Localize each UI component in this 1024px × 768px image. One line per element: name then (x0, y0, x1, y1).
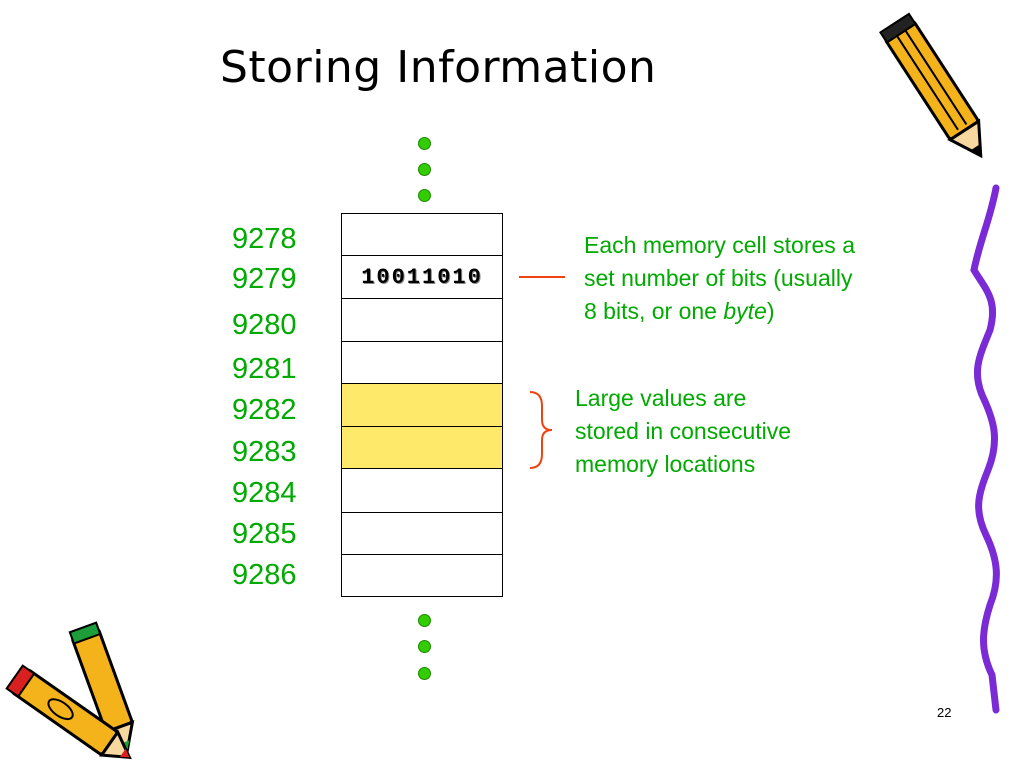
note-line: memory locations (575, 451, 756, 477)
ellipsis-dot (418, 640, 431, 653)
memory-cell (341, 512, 503, 555)
note-line: stored in consecutive (575, 418, 792, 444)
slide-title: Storing Information (220, 42, 657, 93)
page-number: 22 (937, 705, 952, 720)
curly-brace-icon (529, 391, 553, 469)
squiggle-border-decoration (970, 184, 1000, 714)
memory-address-label: 9283 (232, 436, 297, 468)
memory-address-label: 9284 (232, 477, 297, 509)
memory-cell (341, 298, 503, 342)
memory-cell (341, 554, 503, 597)
ellipsis-dot (418, 614, 431, 627)
memory-cell-highlighted (341, 383, 503, 427)
memory-cell: 10011010 (341, 255, 503, 299)
memory-cell (341, 468, 503, 513)
note-emphasis: byte (723, 298, 767, 324)
memory-address-label: 9286 (232, 559, 297, 591)
ellipsis-dot (418, 137, 431, 150)
consecutive-locations-note: Large values are stored in consecutive m… (575, 382, 791, 481)
memory-address-label: 9285 (232, 518, 297, 550)
memory-address-label: 9279 (232, 263, 297, 295)
note-line: 8 bits, or one byte) (584, 295, 855, 328)
note-line: Large values are (575, 385, 747, 411)
ellipsis-dot (418, 667, 431, 680)
memory-cell-highlighted (341, 426, 503, 469)
memory-cell (341, 341, 503, 384)
note-text: ) (766, 298, 775, 324)
pencil-icon (879, 12, 983, 159)
note-line: Each memory cell stores a (584, 232, 855, 258)
connector-line (519, 276, 565, 278)
memory-cell-bits: 10011010 (361, 264, 483, 290)
ellipsis-dot (418, 189, 431, 202)
memory-cell (341, 213, 503, 256)
ellipsis-dot (418, 163, 431, 176)
memory-address-label: 9278 (232, 223, 297, 255)
memory-address-label: 9281 (232, 353, 297, 385)
note-text: 8 bits, or one (584, 298, 724, 324)
memory-address-label: 9282 (232, 394, 297, 426)
note-line: set number of bits (usually (584, 265, 853, 291)
byte-explanation-note: Each memory cell stores a set number of … (584, 229, 855, 328)
pencils-icon (5, 621, 135, 760)
memory-address-label: 9280 (232, 309, 297, 341)
